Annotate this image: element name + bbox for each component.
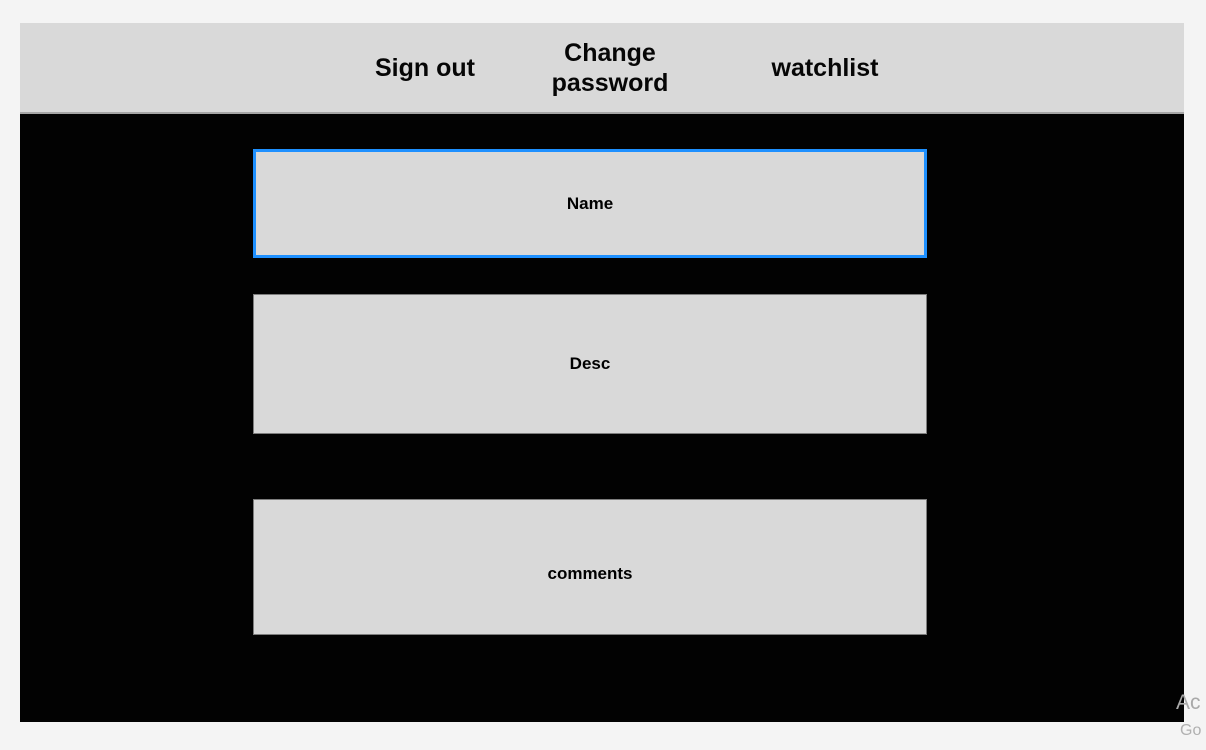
desc-field-label: Desc	[569, 354, 611, 373]
page: Sign out Change password watchlist Name …	[20, 23, 1184, 722]
nav-change-password[interactable]: Change password	[551, 38, 669, 97]
nav-sign-out[interactable]: Sign out	[375, 53, 475, 82]
watermark-line-2: Go	[1180, 722, 1202, 739]
desc-field[interactable]: Desc	[253, 294, 927, 434]
nav-watchlist[interactable]: watchlist	[771, 53, 879, 82]
comments-field-label: comments	[547, 563, 633, 583]
header-bar: Sign out Change password watchlist	[20, 23, 1184, 114]
comments-field[interactable]: comments	[253, 499, 927, 635]
main-content: Name Desc comments	[20, 114, 1184, 722]
name-field-label: Name	[566, 193, 614, 213]
name-field[interactable]: Name	[253, 149, 927, 258]
